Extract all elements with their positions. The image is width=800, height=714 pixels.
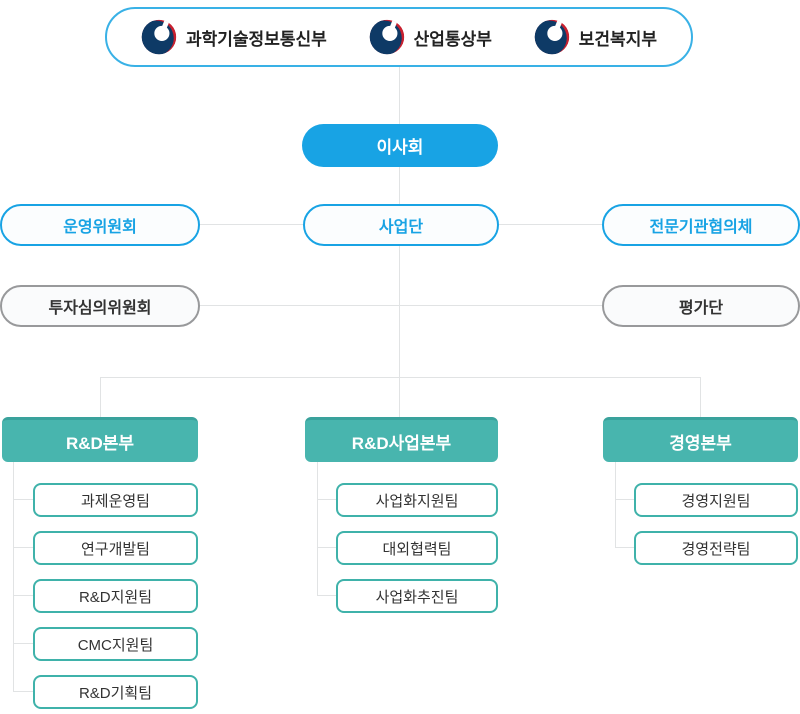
ministry-label: 산업통상부: [413, 29, 492, 49]
connector-division-3-stub-1: [615, 499, 634, 500]
connector-operating-to-group: [199, 224, 303, 225]
connector-division-3-spine: [615, 462, 616, 548]
division-rnd-business-node: R&D사업본부: [305, 417, 498, 462]
team-node: 사업화지원팀: [336, 483, 498, 517]
team-node: 사업화추진팀: [336, 579, 498, 613]
connector-division-3-stub-2: [615, 547, 634, 548]
ministry-health-welfare: 보건복지부: [534, 19, 657, 55]
division-management-node: 경영본부: [603, 417, 798, 462]
project-group-node: 사업단: [303, 204, 499, 246]
ministry-trade-industry: 산업통상부: [369, 19, 492, 55]
division-management-teams: 경영지원팀 경영전략팀: [634, 483, 798, 565]
team-node: 연구개발팀: [33, 531, 198, 565]
connector-division-2-stub-3: [317, 595, 336, 596]
team-node: 경영전략팀: [634, 531, 798, 565]
connector-division-1-spine: [13, 462, 14, 692]
korea-government-emblem-icon: [141, 19, 177, 55]
connector-division-1-stub-3: [13, 595, 33, 596]
connector-top-to-board: [399, 67, 400, 124]
division-rnd-teams: 과제운영팀 연구개발팀 R&D지원팀 CMC지원팀 R&D기획팀: [33, 483, 198, 709]
connector-group-to-divisions: [399, 246, 400, 417]
investment-review-committee-node: 투자심의위원회: [0, 285, 200, 327]
team-node: 과제운영팀: [33, 483, 198, 517]
connector-investment-to-evaluation: [199, 305, 602, 306]
korea-government-emblem-icon: [369, 19, 404, 55]
connector-drop-division-1: [100, 377, 101, 417]
ministries-banner: 과학기술정보통신부 산업통상부: [105, 7, 693, 67]
connector-divisions-horizontal: [100, 377, 701, 378]
connector-division-2-stub-1: [317, 499, 336, 500]
board-node: 이사회: [302, 124, 498, 167]
connector-board-to-group: [399, 167, 400, 204]
operating-committee-node: 운영위원회: [0, 204, 200, 246]
team-node: R&D지원팀: [33, 579, 198, 613]
connector-drop-division-3: [700, 377, 701, 417]
division-rnd-business-teams: 사업화지원팀 대외협력팀 사업화추진팀: [336, 483, 498, 613]
connector-division-2-spine: [317, 462, 318, 596]
ministry-label: 과학기술정보통신부: [186, 29, 327, 49]
connector-division-2-stub-2: [317, 547, 336, 548]
team-node: R&D기획팀: [33, 675, 198, 709]
connector-division-1-stub-2: [13, 547, 33, 548]
connector-group-to-expert: [499, 224, 602, 225]
connector-division-1-stub-4: [13, 643, 33, 644]
team-node: 경영지원팀: [634, 483, 798, 517]
connector-division-1-stub-5: [13, 691, 33, 692]
ministry-label: 보건복지부: [578, 29, 657, 49]
team-node: CMC지원팀: [33, 627, 198, 661]
division-rnd-node: R&D본부: [2, 417, 198, 462]
evaluation-group-node: 평가단: [602, 285, 800, 327]
expert-council-node: 전문기관협의체: [602, 204, 800, 246]
korea-government-emblem-icon: [534, 19, 570, 55]
connector-division-1-stub-1: [13, 499, 33, 500]
team-node: 대외협력팀: [336, 531, 498, 565]
ministry-science-ict: 과학기술정보통신부: [141, 19, 327, 55]
